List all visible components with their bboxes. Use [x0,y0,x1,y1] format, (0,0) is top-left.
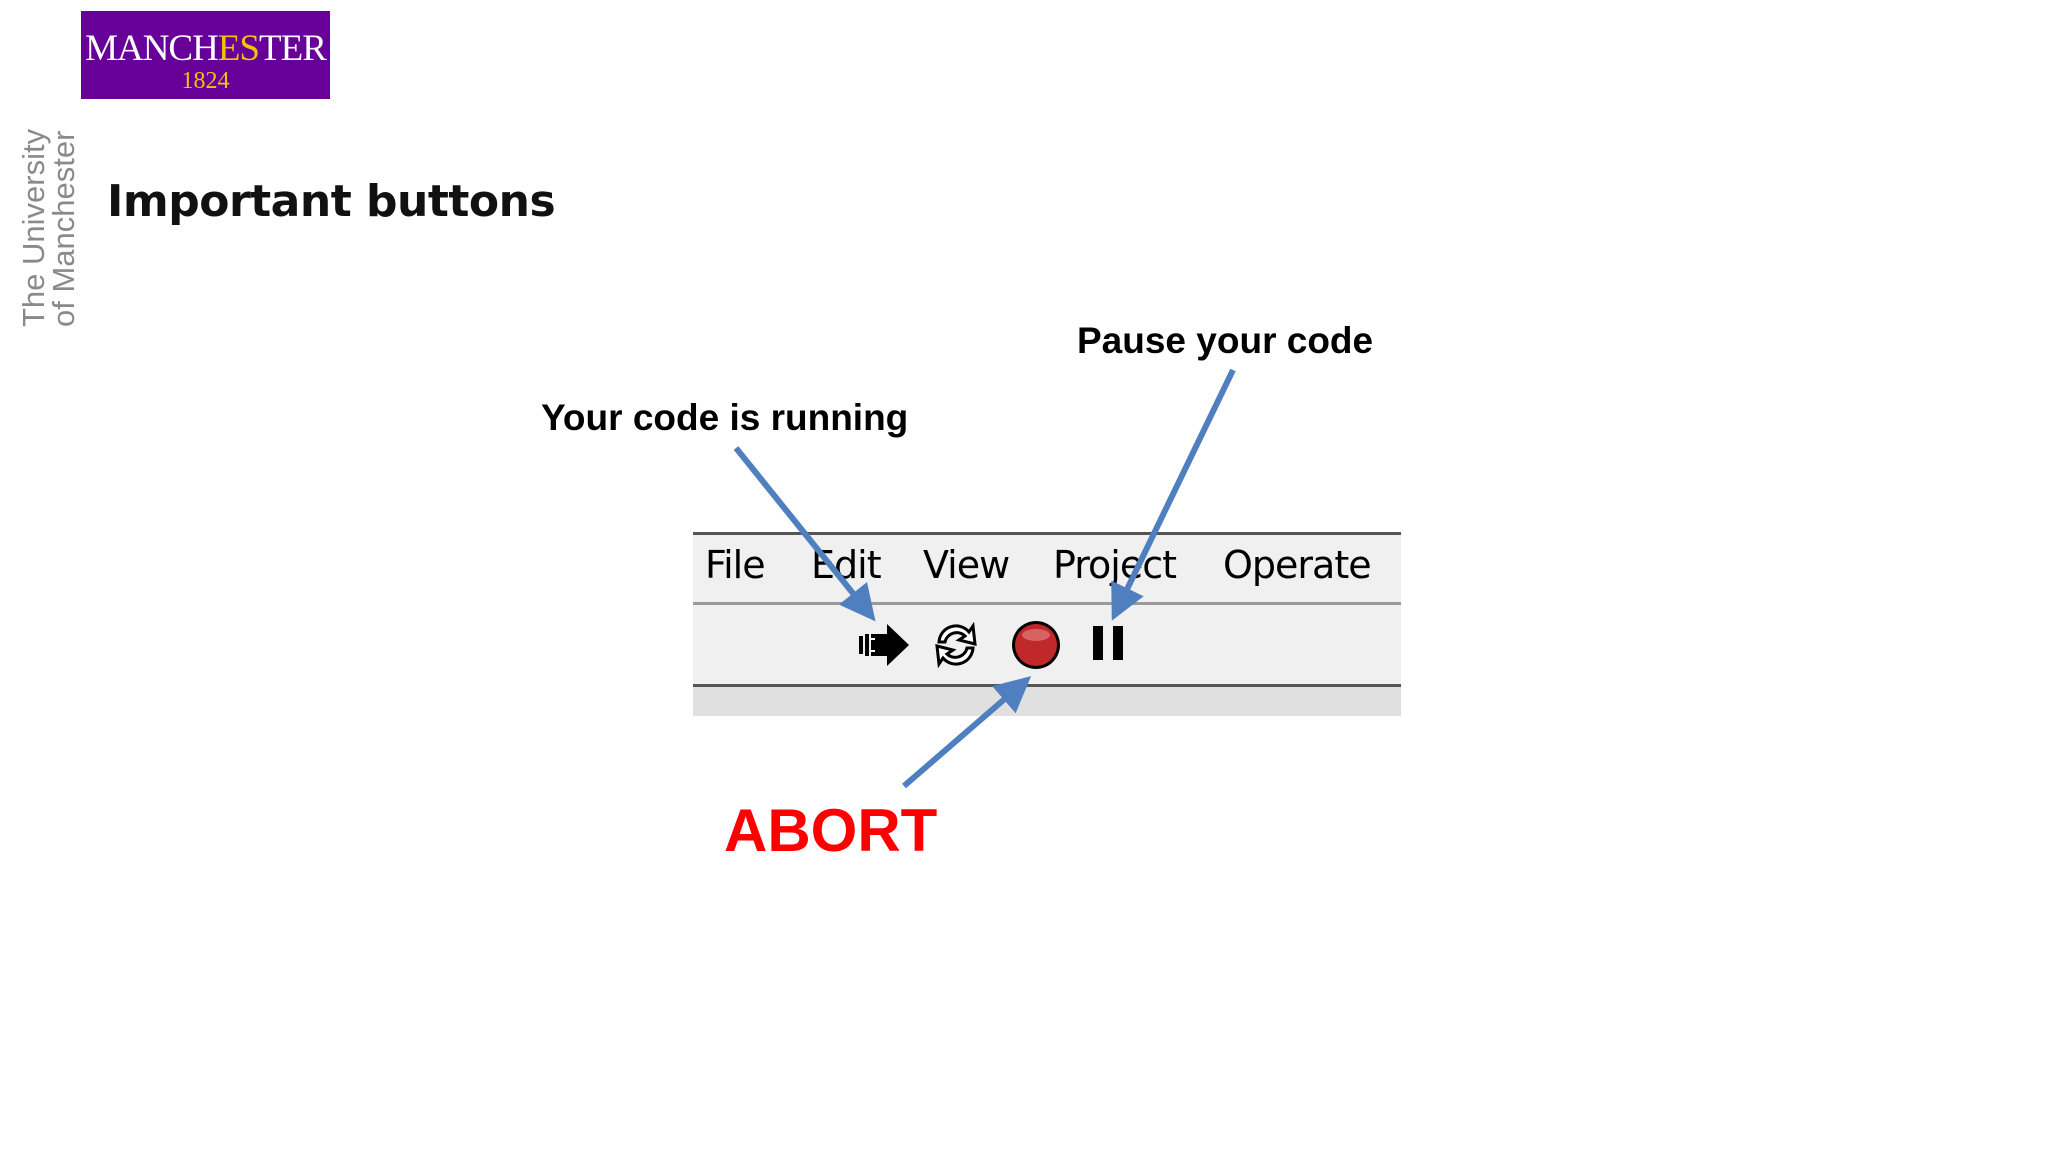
menu-file[interactable]: File [705,543,766,587]
labview-toolbar-screenshot: File Edit View Project Operate [693,532,1401,716]
top-border [693,532,1401,535]
pause-icon[interactable] [1087,618,1141,672]
vertical-university-name: The University of Manchester [16,105,81,329]
toolbar-separator [693,684,1401,687]
menu-edit[interactable]: Edit [811,543,882,587]
run-continuously-icon[interactable] [929,618,983,672]
callout-abort: ABORT [724,797,938,864]
abort-stop-icon[interactable] [1009,618,1063,672]
university-logo: MANCHESTER 1824 [81,11,330,99]
menu-operate[interactable]: Operate [1223,543,1372,587]
logo-year: 1824 [181,68,230,94]
menu-bar: File Edit View Project Operate [693,535,1401,597]
slide-title: Important buttons [107,176,556,227]
bottom-strip [693,687,1401,716]
vertical-line-2: of Manchester [46,130,81,327]
callout-pause: Pause your code [1077,320,1374,361]
logo-wordmark: MANCHESTER [85,28,327,69]
run-arrow-icon[interactable] [857,618,911,672]
menu-separator [693,602,1401,605]
toolbar [693,605,1401,684]
menu-project[interactable]: Project [1053,543,1177,587]
callout-running: Your code is running [541,397,909,438]
menu-view[interactable]: View [923,543,1010,587]
